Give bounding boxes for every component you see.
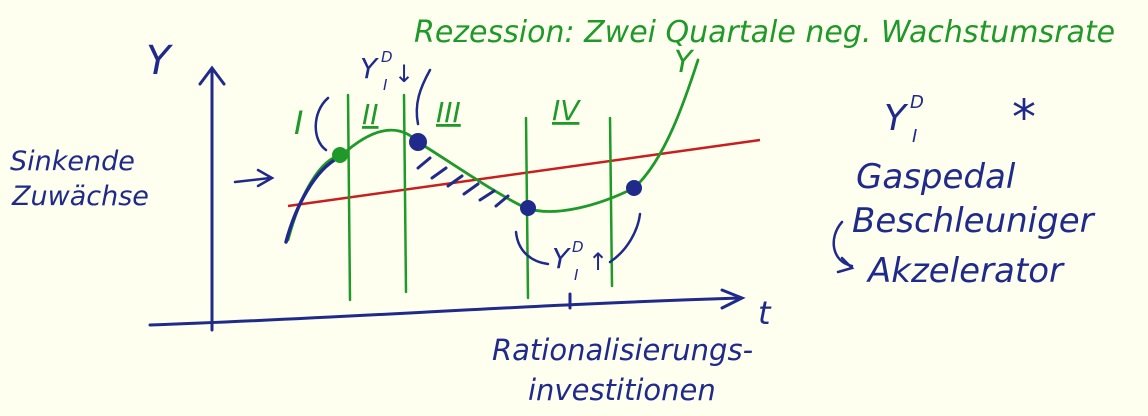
y-axis-label: Y xyxy=(146,38,174,84)
phase1-bracket xyxy=(314,96,330,152)
growth-label-line-2: Zuwächse xyxy=(11,181,149,212)
yi-bottom-label: Y D I ↑ xyxy=(552,238,608,284)
yi-bottom-bracket-left xyxy=(514,230,550,266)
curve-label-y: Y xyxy=(674,45,695,80)
phase-label-1: I xyxy=(294,104,303,142)
rationalization-label-line-1: Rationalisierungs- xyxy=(492,333,753,367)
yi-bottom-arrow: ↑ xyxy=(588,248,608,276)
curve-point-4 xyxy=(626,180,642,196)
right-yi-letter: Y xyxy=(884,98,909,139)
x-axis-label: t xyxy=(758,294,772,332)
right-yi-superscript: D xyxy=(910,92,924,113)
blue-early-segment xyxy=(284,156,340,244)
right-bracket-arrowhead xyxy=(836,256,855,274)
yi-top-superscript: D xyxy=(381,48,393,66)
growth-label-line-1: Sinkende xyxy=(10,146,135,177)
phase-divider-1 xyxy=(346,93,352,302)
phase-divider-4 xyxy=(608,116,614,288)
x-axis-arrowhead xyxy=(720,288,746,310)
yi-top-letter: Y xyxy=(360,52,379,85)
growth-arrow xyxy=(233,176,272,184)
yi-top-arrow: ↓ xyxy=(394,60,414,88)
right-word-gaspedal: Gaspedal xyxy=(856,157,1016,197)
phase-dividers xyxy=(346,93,614,302)
phase-label-3: III xyxy=(436,96,461,129)
rationalization-label-line-2: investitionen xyxy=(528,373,716,407)
yi-bottom-bracket-right xyxy=(608,212,642,264)
right-word-beschleuniger: Beschleuniger xyxy=(852,201,1096,241)
curve-point-2 xyxy=(409,133,427,151)
axes xyxy=(148,65,746,332)
curve-point-1 xyxy=(332,147,348,163)
recession-note: Rezession: Zwei Quartale neg. Wachstumsr… xyxy=(414,15,1115,50)
yi-top-subscript: I xyxy=(383,76,388,94)
y-axis-arrowhead xyxy=(198,65,226,86)
yi-bottom-superscript: D xyxy=(572,238,584,256)
yi-top-bracket xyxy=(415,68,432,126)
x-axis-line xyxy=(148,296,742,327)
yi-bottom-letter: Y xyxy=(552,242,571,275)
phase-label-2: II xyxy=(362,98,379,131)
yi-top-label: Y D I ↓ xyxy=(360,48,414,94)
right-notes: Y D I * Gaspedal Beschleuniger Akzelerat… xyxy=(852,90,1096,291)
yi-bottom-subscript: I xyxy=(574,266,579,284)
annotation-arrows xyxy=(233,68,855,274)
right-yi-subscript: I xyxy=(912,126,917,147)
growth-arrowhead xyxy=(256,168,275,188)
hatching xyxy=(416,156,510,208)
phase-divider-2 xyxy=(402,93,408,294)
phase-label-4: IV xyxy=(552,94,581,127)
trend-line xyxy=(287,138,761,208)
right-word-akzelerator: Akzelerator xyxy=(866,251,1065,291)
right-star: * xyxy=(1012,90,1036,146)
curve-point-3 xyxy=(520,200,536,216)
